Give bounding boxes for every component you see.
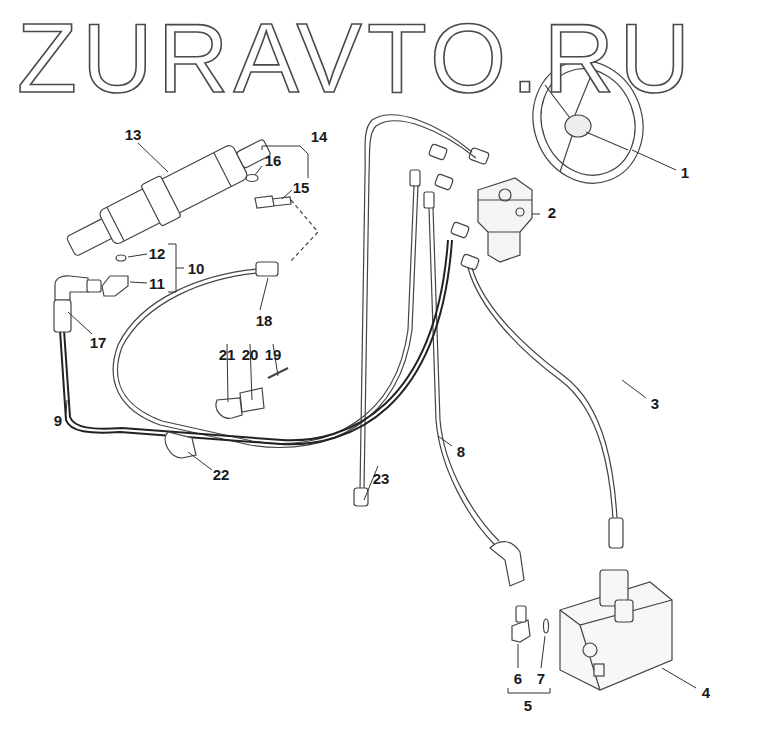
callout-number: 12 [149,246,166,261]
callout-number: 6 [514,671,522,686]
hose-end [256,262,278,276]
watermark: ZURAVTO.RU [17,9,695,107]
callout-number: 5 [524,698,532,713]
clamp [216,398,242,418]
callout-number: 10 [188,261,205,276]
callout-number: 7 [537,671,545,686]
o-ring [116,255,126,261]
callout-number: 11 [149,276,165,291]
hose [60,240,452,444]
callout-number: 15 [293,180,310,195]
callout-number: 4 [702,685,710,700]
callout-number: 17 [90,335,107,350]
callout-number: 3 [651,396,659,411]
callout-number: 23 [373,471,390,486]
steering-unit [478,178,532,262]
hose [64,240,448,440]
callout-number: 20 [242,347,259,362]
leader-lines [66,143,696,688]
callout-number: 8 [457,444,465,459]
hose-elbow [490,542,524,586]
assembly-line [290,200,318,262]
fitting [102,276,128,296]
hose-end [609,518,623,548]
callout-number: 22 [213,467,230,482]
hose [433,208,499,541]
hose-end [54,300,71,332]
callout-number: 1 [681,165,689,180]
o-ring [246,175,258,182]
steering-cylinder [61,126,278,267]
callout-number: 13 [125,127,142,142]
hose [468,268,614,540]
callout-number: 2 [548,205,556,220]
hose-end [354,488,368,506]
callout-number: 14 [311,129,328,144]
callout-number: 9 [54,413,62,428]
callout-number: 21 [219,347,236,362]
valve-block [560,570,672,690]
callout-number: 19 [265,347,282,362]
callout-number: 18 [256,313,273,328]
hose [360,115,472,490]
callout-number: 16 [265,153,282,168]
hose [113,185,418,447]
hose-fittings [410,144,490,271]
elbow-fitting [512,620,530,642]
hose [472,268,618,540]
fitting [255,196,291,208]
hose [364,121,476,490]
washer [544,619,549,633]
bracket [168,146,550,693]
elbow-fitting [55,276,88,300]
